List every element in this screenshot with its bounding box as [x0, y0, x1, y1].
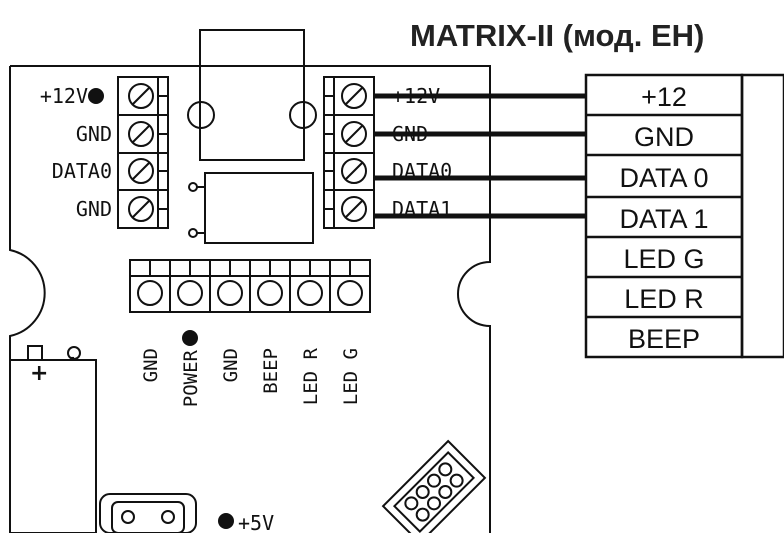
bottom-terminal-label: LED R [300, 347, 322, 405]
screw-icon [257, 280, 283, 306]
reader-terminal-label: BEEP [628, 324, 700, 354]
bottom-terminal-label: GND [220, 348, 242, 382]
reader-terminal-labels: +12 GND DATA 0 DATA 1 LED G LED R BEEP [619, 82, 708, 354]
screw-icon [341, 158, 367, 184]
power-5v-label: +5V [238, 511, 274, 533]
diagram-title: MATRIX-II (мод. EH) [410, 18, 704, 53]
left-terminal-block [117, 76, 169, 229]
screw-icon [341, 121, 367, 147]
bottom-terminal-label: LED G [340, 348, 362, 405]
screw-icon [341, 83, 367, 109]
screw-icon [128, 158, 154, 184]
wires [374, 93, 586, 219]
pin-header-connector [381, 439, 487, 533]
bottom-terminal-label: GND [140, 348, 162, 382]
screw-icon [217, 280, 243, 306]
controller-board [9, 65, 491, 533]
bottom-terminal-block [129, 259, 371, 313]
reader-terminal-label: DATA 0 [619, 163, 708, 193]
screw-icon [137, 280, 163, 306]
screw-icon [128, 83, 154, 109]
reader-terminal-label: +12 [641, 82, 687, 112]
reader-terminal-label: DATA 1 [619, 204, 708, 234]
power-dot-icon [88, 88, 104, 104]
screw-icon [128, 121, 154, 147]
small-component [188, 172, 314, 244]
capacitor-block [9, 345, 97, 533]
jumper-component [99, 493, 197, 533]
left-terminal-labels: +12V GND DATA0 GND [40, 84, 112, 221]
left-terminal-label: +12V [40, 84, 88, 108]
screw-icon [341, 196, 367, 222]
right-terminal-block [323, 76, 375, 229]
left-terminal-label: DATA0 [52, 159, 112, 183]
reader-terminal-label: LED R [624, 284, 704, 314]
left-terminal-label: GND [76, 197, 112, 221]
bottom-terminal-labels: GND POWER GND BEEP LED R LED G [140, 347, 362, 407]
screw-icon [297, 280, 323, 306]
reader-terminal-label: LED G [623, 244, 704, 274]
power-dot-icon [182, 330, 198, 346]
bottom-terminal-label: POWER [180, 349, 202, 407]
power-dot-icon [218, 513, 234, 529]
screw-icon [128, 196, 154, 222]
left-terminal-label: GND [76, 122, 112, 146]
reader-terminal-label: GND [634, 122, 694, 152]
plus-mark: + [30, 361, 48, 386]
screw-icon [177, 280, 203, 306]
minus-mark: - [70, 350, 75, 365]
screw-icon [337, 280, 363, 306]
relay-module [187, 29, 317, 161]
right-terminal-labels: +12V GND DATA0 DATA1 [392, 84, 452, 221]
reader-terminal-block [584, 73, 784, 359]
bottom-terminal-label: BEEP [260, 348, 282, 394]
